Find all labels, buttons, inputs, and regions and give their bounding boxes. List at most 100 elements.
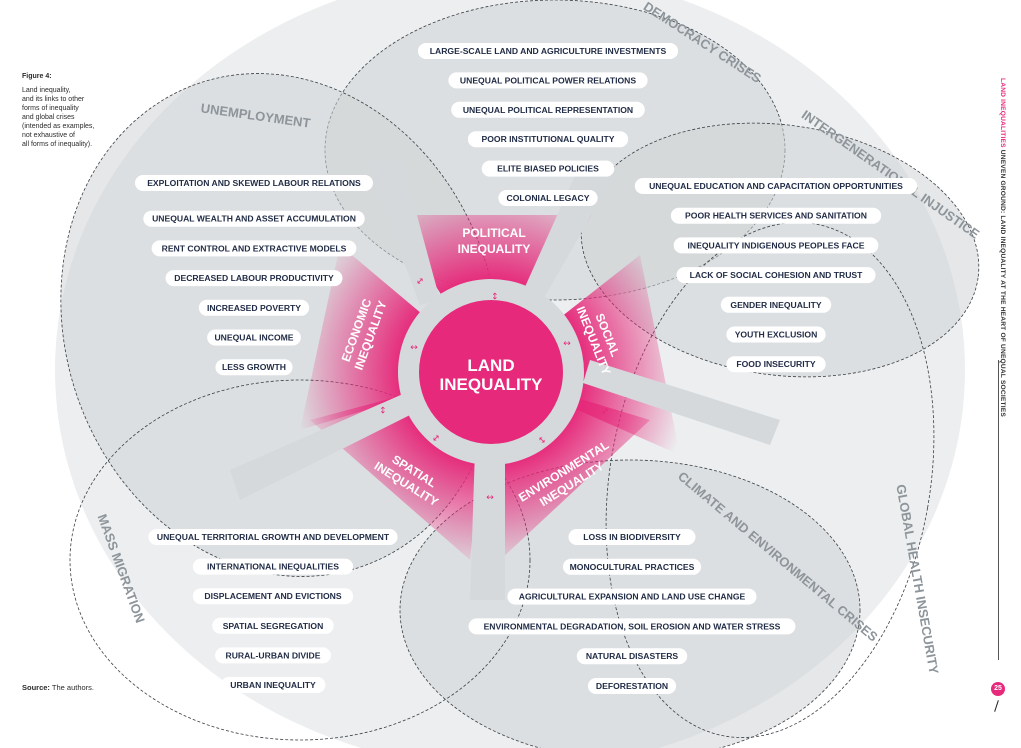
figure-label: Figure 4: [22, 73, 52, 80]
social-item-label: GENDER INEQUALITY [730, 300, 821, 310]
environmental-item-label: LOSS IN BIODIVERSITY [583, 532, 681, 542]
political-item-pill [448, 72, 648, 89]
political-item: UNEQUAL POLITICAL POWER RELATIONS [448, 72, 648, 89]
political-item-label: ELITE BIASED POLICIES [497, 164, 599, 174]
arrow-icon: ↔ [377, 406, 387, 414]
spatial-item-pill [220, 677, 326, 693]
spoke-environmental [470, 450, 505, 600]
social-item-label: UNEQUAL EDUCATION AND CAPACITATION OPPOR… [649, 181, 903, 191]
political-item: LARGE-SCALE LAND AND AGRICULTURE INVESTM… [417, 43, 679, 59]
social-item: POOR HEALTH SERVICES AND SANITATION [670, 207, 882, 224]
environmental-item-pill [562, 558, 702, 575]
environmental-item-label: AGRICULTURAL EXPANSION AND LAND USE CHAN… [519, 592, 746, 602]
social-item-pill [634, 178, 918, 194]
political-label-line1: POLITICAL [462, 226, 525, 240]
political-item-pill [467, 131, 629, 148]
environmental-item: LOSS IN BIODIVERSITY [568, 529, 696, 545]
spatial-item-pill [192, 558, 354, 575]
economic-item-label: UNEQUAL WEALTH AND ASSET ACCUMULATION [152, 214, 356, 224]
political-item-label: POOR INSTITUTIONAL QUALITY [481, 134, 614, 144]
economic-item-pill [215, 359, 293, 376]
center-hub: LAND INEQUALITY [398, 279, 584, 465]
arrow-icon: ↔ [563, 339, 571, 349]
page-rule [998, 360, 999, 660]
social-item-pill [676, 267, 876, 284]
migration-bubble [69, 379, 531, 741]
social-item-label: LACK OF SOCIAL COHESION AND TRUST [690, 270, 864, 280]
environmental-item-label: DEFORESTATION [596, 681, 668, 691]
political-item-label: LARGE-SCALE LAND AND AGRICULTURE INVESTM… [430, 46, 667, 56]
caption-line: Land inequality, [22, 87, 71, 94]
source-text: The authors. [51, 683, 94, 692]
center-label-line2: INEQUALITY [440, 375, 544, 394]
economic-item-pill [135, 175, 373, 191]
environmental-item: DEFORESTATION [587, 678, 677, 694]
social-item: INEQUALITY INDIGENOUS PEOPLES FACE [673, 237, 879, 254]
caption-line: forms of inequality [22, 105, 79, 112]
social-item-pill [720, 296, 832, 313]
spatial-item-pill [192, 588, 354, 605]
spatial-item-label: SPATIAL SEGREGATION [223, 621, 324, 631]
political-item-pill [498, 190, 598, 206]
economic-item-pill [151, 240, 357, 257]
social-item-pill [726, 326, 826, 343]
economic-item: UNEQUAL WEALTH AND ASSET ACCUMULATION [143, 210, 365, 227]
social-item-label: FOOD INSECURITY [736, 359, 816, 369]
spatial-item-label: INTERNATIONAL INEQUALITIES [207, 562, 339, 572]
social-item-pill [726, 356, 826, 373]
social-item: YOUTH EXCLUSION [726, 326, 826, 343]
economic-item: LESS GROWTH [215, 359, 293, 376]
political-item: COLONIAL LEGACY [498, 190, 598, 206]
spoke-political-left [366, 160, 440, 305]
environmental-item-pill [568, 529, 696, 545]
spatial-item: SPATIAL SEGREGATION [212, 617, 334, 634]
social-item: FOOD INSECURITY [726, 356, 826, 373]
economic-item-pill [165, 270, 343, 287]
environmental-item: AGRICULTURAL EXPANSION AND LAND USE CHAN… [507, 588, 757, 605]
spatial-item: UNEQUAL TERRITORIAL GROWTH AND DEVELOPME… [148, 529, 398, 545]
spatial-item-label: DISPLACEMENT AND EVICTIONS [204, 591, 341, 601]
environmental-item: ENVIRONMENTAL DEGRADATION, SOIL EROSION … [468, 618, 796, 635]
caption-line: (intended as examples, [22, 123, 95, 130]
economic-item-pill [198, 299, 310, 316]
center-label-line1: LAND [467, 356, 514, 375]
political-item: POOR INSTITUTIONAL QUALITY [467, 131, 629, 148]
wedge-social [491, 255, 680, 455]
social-item-label: YOUTH EXCLUSION [735, 330, 818, 340]
environmental-item-pill [507, 588, 757, 605]
spatial-item-label: URBAN INEQUALITY [230, 680, 316, 690]
caption-line: and global crises [22, 114, 75, 121]
item-pills: LARGE-SCALE LAND AND AGRICULTURE INVESTM… [135, 43, 918, 694]
spoke-economic [230, 390, 420, 500]
spoke-social [583, 360, 780, 445]
spatial-item: INTERNATIONAL INEQUALITIES [192, 558, 354, 575]
social-item-label: POOR HEALTH SERVICES AND SANITATION [685, 211, 867, 221]
social-item: LACK OF SOCIAL COHESION AND TRUST [676, 267, 876, 284]
political-item: ELITE BIASED POLICIES [481, 160, 615, 177]
arrow-icon: ↔ [410, 343, 418, 353]
political-item-label: UNEQUAL POLITICAL REPRESENTATION [463, 105, 633, 115]
figure-caption: Figure 4: Land inequality, and its links… [22, 72, 112, 149]
spatial-item: DISPLACEMENT AND EVICTIONS [192, 588, 354, 605]
economic-item-pill [143, 210, 365, 227]
economic-item: DECREASED LABOUR PRODUCTIVITY [165, 270, 343, 287]
social-item: UNEQUAL EDUCATION AND CAPACITATION OPPOR… [634, 178, 918, 194]
spatial-item-pill [215, 647, 331, 664]
environmental-item: MONOCULTURAL PRACTICES [562, 558, 702, 575]
political-item: UNEQUAL POLITICAL REPRESENTATION [451, 101, 645, 118]
caption-line: not exhaustive of [22, 132, 75, 139]
economic-item-pill [207, 329, 301, 346]
caption-line: all forms of inequality). [22, 141, 93, 148]
health-bubble [605, 222, 935, 738]
economic-item-label: INCREASED POVERTY [207, 303, 301, 313]
economic-item-label: UNEQUAL INCOME [214, 333, 293, 343]
social-item-pill [670, 207, 882, 224]
economic-item-label: DECREASED LABOUR PRODUCTIVITY [174, 273, 334, 283]
spatial-item-label: UNEQUAL TERRITORIAL GROWTH AND DEVELOPME… [157, 532, 390, 542]
spatial-item: URBAN INEQUALITY [220, 677, 326, 693]
economic-item: UNEQUAL INCOME [207, 329, 301, 346]
arrow-icon: ↔ [489, 292, 499, 300]
source-label: Source: [22, 683, 50, 692]
political-label-line2: INEQUALITY [458, 242, 531, 256]
